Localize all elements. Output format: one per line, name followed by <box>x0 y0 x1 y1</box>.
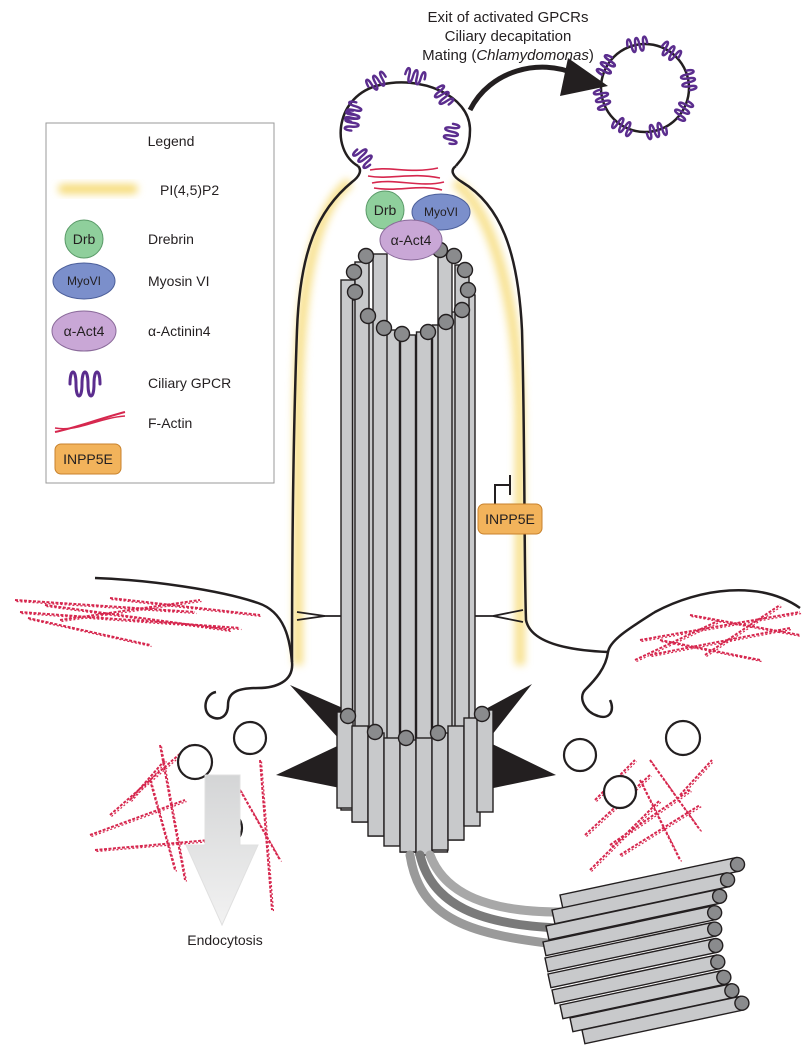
doublet-end-6 <box>421 325 436 340</box>
basal-end-2 <box>399 731 414 746</box>
doublet-end-3 <box>361 309 376 324</box>
basal-triplet-0 <box>337 712 353 808</box>
doublet-end-5 <box>395 327 410 342</box>
endocytosis-arrow: Endocytosis <box>186 775 263 948</box>
neck-f-actin <box>368 168 444 190</box>
basal-triplet-4 <box>400 740 416 852</box>
gpcr-group-released <box>593 36 696 139</box>
doublet-end-9 <box>461 283 476 298</box>
basal-triplet-6 <box>432 733 448 850</box>
legend-label-gpcr: Ciliary GPCR <box>148 375 231 391</box>
axoneme <box>337 243 493 856</box>
released-vesicle <box>601 44 689 132</box>
legend-symbol-inppse: INPP5E <box>63 451 113 467</box>
doublet-end-11 <box>447 249 462 264</box>
legend: Legend PI(4,5)P2 Drb Drebrin MyoVI Myosi… <box>46 123 274 483</box>
f-actin-filament-17 <box>260 760 274 912</box>
exit-caption-line2: Ciliary decapitation <box>445 28 572 45</box>
inppse-inhibition: INPP5E <box>478 475 542 534</box>
microtubule-11 <box>438 254 452 770</box>
doublet-end-1 <box>347 265 362 280</box>
f-actin-filament-2 <box>28 618 152 647</box>
inppse-label: INPP5E <box>485 511 535 527</box>
actinin4-tip: α-Act4 <box>380 220 442 260</box>
basal-end-1 <box>368 725 383 740</box>
gpcr-4 <box>443 123 460 145</box>
basal-triplet-2 <box>368 733 384 836</box>
basal-end-0 <box>341 709 356 724</box>
doublet-end-4 <box>377 321 392 336</box>
legend-symbol-actinin: α-Act4 <box>64 323 105 339</box>
f-actin-filament-25 <box>680 760 714 797</box>
legend-symbol-drb: Drb <box>73 231 96 247</box>
daughter-centriole <box>543 856 750 1044</box>
basal-triplet-9 <box>477 710 493 812</box>
actinin4-tip-label: α-Act4 <box>391 232 432 248</box>
pip2-swatch <box>58 184 138 194</box>
microtubule-9 <box>355 262 369 780</box>
rootlet-connector <box>410 855 565 945</box>
f-actin-filament-0 <box>15 600 197 614</box>
doublet-end-8 <box>455 303 470 318</box>
legend-label-actinin4: α-Actinin4 <box>148 323 211 339</box>
basal-triplet-7 <box>448 726 464 840</box>
f-actin-filament-11 <box>635 620 722 662</box>
basal-end-3 <box>431 726 446 741</box>
doublet-end-10 <box>458 263 473 278</box>
exit-caption-line1: Exit of activated GPCRs <box>428 9 589 26</box>
legend-title: Legend <box>148 133 195 149</box>
endocytosis-label: Endocytosis <box>187 932 262 948</box>
legend-item-inppse: INPP5E <box>55 444 121 474</box>
legend-symbol-myovi: MyoVI <box>67 274 101 288</box>
doublet-end-2 <box>348 285 363 300</box>
f-actin-filament-10 <box>705 605 782 657</box>
doublet-end-7 <box>439 315 454 330</box>
legend-label-myosin-vi: Myosin VI <box>148 273 209 289</box>
legend-label-drebrin: Drebrin <box>148 231 194 247</box>
basal-triplet-3 <box>384 738 400 846</box>
release-arrow <box>470 58 608 110</box>
legend-label-f-actin: F-Actin <box>148 415 192 431</box>
doublet-end-0 <box>359 249 374 264</box>
myosin-vi-tip-label: MyoVI <box>424 205 458 219</box>
drebrin-tip-label: Drb <box>374 202 397 218</box>
exit-caption: Exit of activated GPCRs Ciliary decapita… <box>422 9 594 64</box>
f-actin-filament-15 <box>150 780 177 872</box>
f-actin-filament-12 <box>90 800 187 837</box>
basal-triplet-5 <box>416 738 432 855</box>
f-actin-filament-6 <box>640 612 802 642</box>
basal-end-4 <box>475 707 490 722</box>
legend-label-pip2: PI(4,5)P2 <box>160 182 219 198</box>
microtubule-12 <box>455 265 469 780</box>
exit-caption-line3: Mating (Chlamydomonas) <box>422 47 594 64</box>
basal-triplet-1 <box>352 726 368 822</box>
